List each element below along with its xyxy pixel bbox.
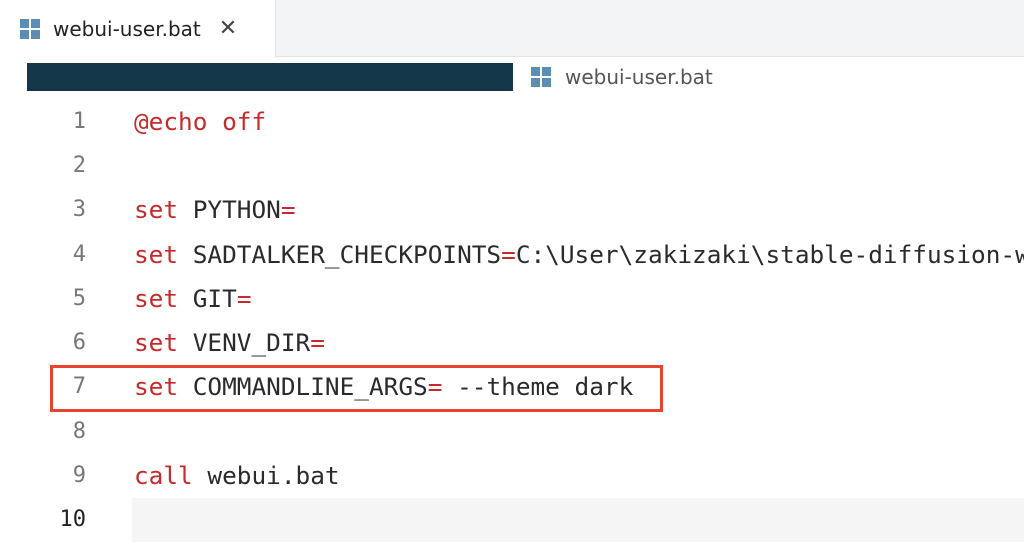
- code-line[interactable]: 9 call webui.bat: [0, 453, 1024, 497]
- code-text: set COMMANDLINE_ARGS= --theme dark: [134, 372, 633, 401]
- code-text: @echo off: [134, 107, 266, 136]
- line-number: 7: [72, 374, 86, 400]
- windows-icon: [531, 67, 551, 87]
- identifier: COMMANDLINE_ARGS: [178, 372, 428, 402]
- code-text: call webui.bat: [134, 461, 340, 490]
- operator: =: [501, 239, 516, 269]
- code-line[interactable]: 4 set SADTALKER_CHECKPOINTS=C:\User\zakiz…: [0, 232, 1024, 276]
- identifier: GIT: [178, 283, 237, 313]
- line-number: 6: [72, 330, 86, 356]
- close-icon[interactable]: ✕: [218, 16, 238, 41]
- keyword: call: [134, 461, 193, 491]
- code-line[interactable]: 1 @echo off: [0, 99, 1024, 143]
- value: --theme dark: [442, 372, 634, 402]
- operator: =: [236, 283, 252, 313]
- keyword: set: [134, 195, 179, 225]
- line-number: 3: [72, 197, 86, 223]
- line-number: 9: [72, 463, 86, 489]
- highlight-box: [50, 365, 663, 412]
- code-text: set SADTALKER_CHECKPOINTS=C:\User\zakiza…: [134, 240, 1024, 269]
- code-text: set GIT=: [134, 284, 252, 313]
- identifier: PYTHON: [178, 195, 281, 225]
- current-line-highlight: [132, 497, 1024, 542]
- tab-bar: webui-user.bat ✕: [0, 0, 1024, 57]
- code-text: set VENV_DIR=: [134, 328, 325, 357]
- keyword: set: [134, 239, 179, 269]
- line-number: 2: [72, 152, 86, 178]
- code-line[interactable]: 7 set COMMANDLINE_ARGS= --theme dark: [0, 365, 1024, 409]
- identifier: webui.bat: [192, 461, 340, 491]
- line-number: 4: [72, 241, 86, 267]
- keyword: @echo off: [134, 106, 267, 136]
- line-number: 8: [72, 418, 86, 444]
- code-line[interactable]: 8: [0, 409, 1024, 453]
- code-line[interactable]: 10: [0, 497, 1024, 542]
- code-line[interactable]: 2: [0, 143, 1024, 187]
- value: C:\User\zakizaki\stable-diffusion-w: [515, 239, 1024, 269]
- code-line[interactable]: 6 set VENV_DIR=: [0, 320, 1024, 364]
- keyword: set: [134, 372, 179, 402]
- code-line[interactable]: 3 set PYTHON=: [0, 188, 1024, 232]
- identifier: SADTALKER_CHECKPOINTS: [178, 239, 502, 269]
- line-number: 5: [72, 285, 86, 311]
- tab-label: webui-user.bat: [53, 16, 201, 41]
- redacted-path: [27, 63, 513, 91]
- operator: =: [310, 328, 325, 358]
- keyword: set: [134, 283, 179, 313]
- line-number: 1: [72, 108, 86, 134]
- tab-webui-user-bat[interactable]: webui-user.bat ✕: [0, 0, 276, 57]
- code-line[interactable]: 5 set GIT=: [0, 276, 1024, 320]
- breadcrumb-file[interactable]: webui-user.bat: [565, 65, 713, 89]
- operator: =: [427, 372, 443, 402]
- tab-divider: [276, 56, 1024, 57]
- code-text: set PYTHON=: [134, 195, 296, 224]
- breadcrumb: webui-user.bat: [27, 63, 713, 91]
- keyword: set: [134, 328, 179, 358]
- operator: =: [280, 195, 296, 225]
- line-number: 10: [59, 507, 87, 533]
- windows-icon: [20, 18, 40, 39]
- identifier: VENV_DIR: [178, 328, 311, 358]
